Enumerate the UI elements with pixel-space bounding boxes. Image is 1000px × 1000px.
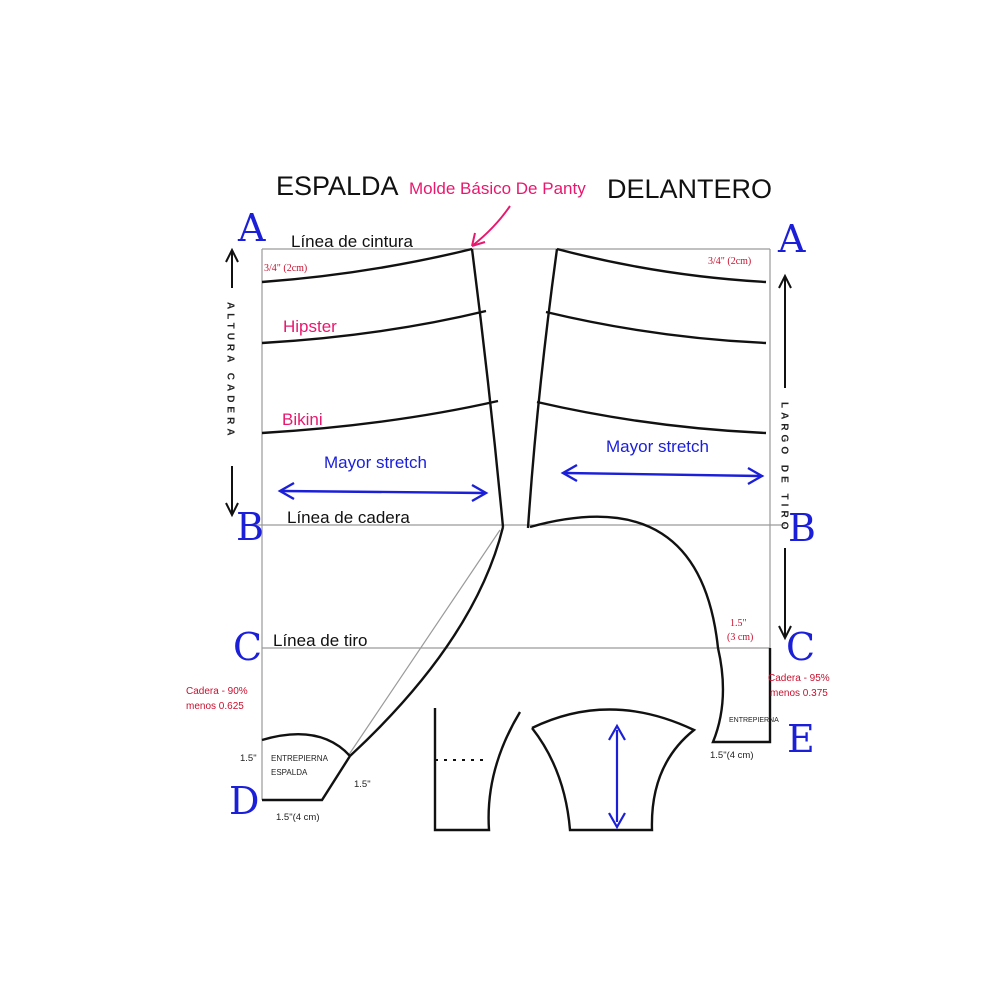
back-hip-note-1: Cadera - 90%	[186, 686, 248, 697]
rise-length-arrowhead-down	[778, 625, 792, 641]
point-c-front: C	[786, 625, 815, 669]
front-hip-note-1: Cadera - 95%	[768, 673, 830, 684]
back-crotch-label-1: ENTREPIERNA	[271, 754, 329, 763]
back-stretch-arrowhead-left	[277, 481, 295, 501]
front-stretch-label: Mayor stretch	[606, 437, 709, 456]
back-crotch-label-2: ESPALDA	[271, 768, 308, 777]
front-heading: DELANTERO	[607, 174, 772, 204]
gusset-stretch-arrowhead-bottom	[608, 812, 626, 830]
front-pattern-piece	[526, 247, 772, 744]
front-stretch-arrowhead-right	[747, 466, 765, 486]
gusset-stretch-arrowhead-top	[608, 723, 626, 741]
point-a-front: A	[777, 217, 806, 261]
front-hipster-curve	[545, 310, 767, 345]
back-pattern-piece	[261, 247, 505, 802]
dimension-arrows	[225, 247, 792, 641]
rise-length-arrowhead-up	[778, 273, 792, 289]
front-stretch-arrowhead-left	[560, 463, 578, 483]
front-side-seam	[526, 248, 559, 529]
back-crotch-curve	[349, 526, 505, 757]
stretch-arrows	[277, 463, 765, 503]
front-crotch-offset-measure-2: (3 cm)	[727, 632, 753, 643]
hip-line-label: Línea de cadera	[287, 508, 410, 527]
hipster-label: Hipster	[283, 317, 337, 336]
front-waist-curve	[556, 247, 767, 284]
point-e: E	[787, 717, 815, 761]
back-stretch-arrowhead-right	[471, 483, 489, 503]
title-pointer-arrow	[471, 205, 511, 247]
point-b-back: B	[236, 505, 264, 549]
back-hip-note-2: menos 0.625	[186, 701, 244, 712]
back-side-seam	[470, 248, 505, 528]
back-crotch-side-measure: 1.5"	[240, 753, 257, 764]
point-c-back: C	[233, 625, 262, 669]
back-crotch-gusset-bottom	[262, 755, 352, 802]
bikini-label: Bikini	[282, 410, 323, 429]
hip-height-vertical-label: ALTURA CADERA	[225, 302, 236, 440]
front-crotch-curve	[529, 515, 720, 649]
front-bikini-curve	[536, 400, 767, 435]
front-crotch-extension	[711, 647, 772, 744]
front-hip-note-2: menos 0.375	[770, 688, 828, 699]
waist-line-label: Línea de cintura	[291, 232, 413, 251]
back-crotch-diagonal	[347, 529, 501, 757]
hip-height-arrowhead-down	[225, 502, 239, 518]
back-waist-drop-measure: 3/4" (2cm)	[264, 263, 307, 274]
front-crotch-width-measure: 1.5"(4 cm)	[710, 750, 754, 761]
back-stretch-label: Mayor stretch	[324, 453, 427, 472]
guide-lines	[248, 248, 785, 800]
back-bikini-curve	[261, 399, 499, 435]
front-crotch-label: ENTREPIERNA	[729, 717, 779, 724]
front-waist-drop-measure: 3/4" (2cm)	[708, 256, 751, 267]
back-crotch-width-measure: 1.5"(4 cm)	[276, 812, 320, 823]
back-crotch-gusset-top	[261, 733, 351, 757]
diagram-title: Molde Básico De Panty	[409, 179, 586, 198]
front-stretch-arrow	[564, 471, 761, 478]
back-heading: ESPALDA	[276, 171, 399, 201]
gusset-pieces	[433, 708, 697, 832]
front-crotch-offset-measure-1: 1.5"	[730, 618, 747, 629]
rise-line-label: Línea de tiro	[273, 631, 368, 650]
back-crotch-corner-measure: 1.5"	[354, 779, 371, 790]
hip-height-arrowhead-up	[225, 247, 239, 263]
point-b-front: B	[788, 506, 816, 550]
title-pointer-arrowhead	[471, 232, 486, 247]
gusset-center-piece	[531, 708, 697, 832]
gusset-left-piece	[433, 708, 522, 832]
point-d: D	[229, 779, 259, 823]
rise-length-vertical-label: LARGO DE TIRO	[779, 402, 790, 533]
back-waist-curve	[261, 247, 473, 284]
point-a-back: A	[237, 206, 266, 250]
back-stretch-arrow	[281, 489, 485, 495]
back-hipster-curve	[261, 309, 487, 345]
